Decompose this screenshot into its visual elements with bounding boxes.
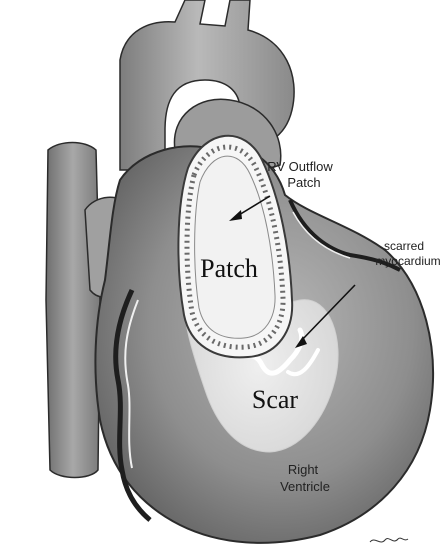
rv-outflow-label-line1: RV Outflow	[267, 159, 333, 174]
patch-label: Patch	[200, 254, 258, 283]
scarred-label-line1: scarred	[384, 239, 424, 253]
rv-outflow-label-line2: Patch	[287, 175, 320, 190]
scar-label: Scar	[252, 385, 299, 414]
right-ventricle-label-line1: Right	[288, 462, 319, 477]
vena-cava	[46, 143, 100, 478]
scarred-label-line2: myocardium	[375, 254, 440, 268]
right-ventricle-label-line2: Ventricle	[280, 479, 330, 494]
artist-signature	[370, 538, 408, 542]
